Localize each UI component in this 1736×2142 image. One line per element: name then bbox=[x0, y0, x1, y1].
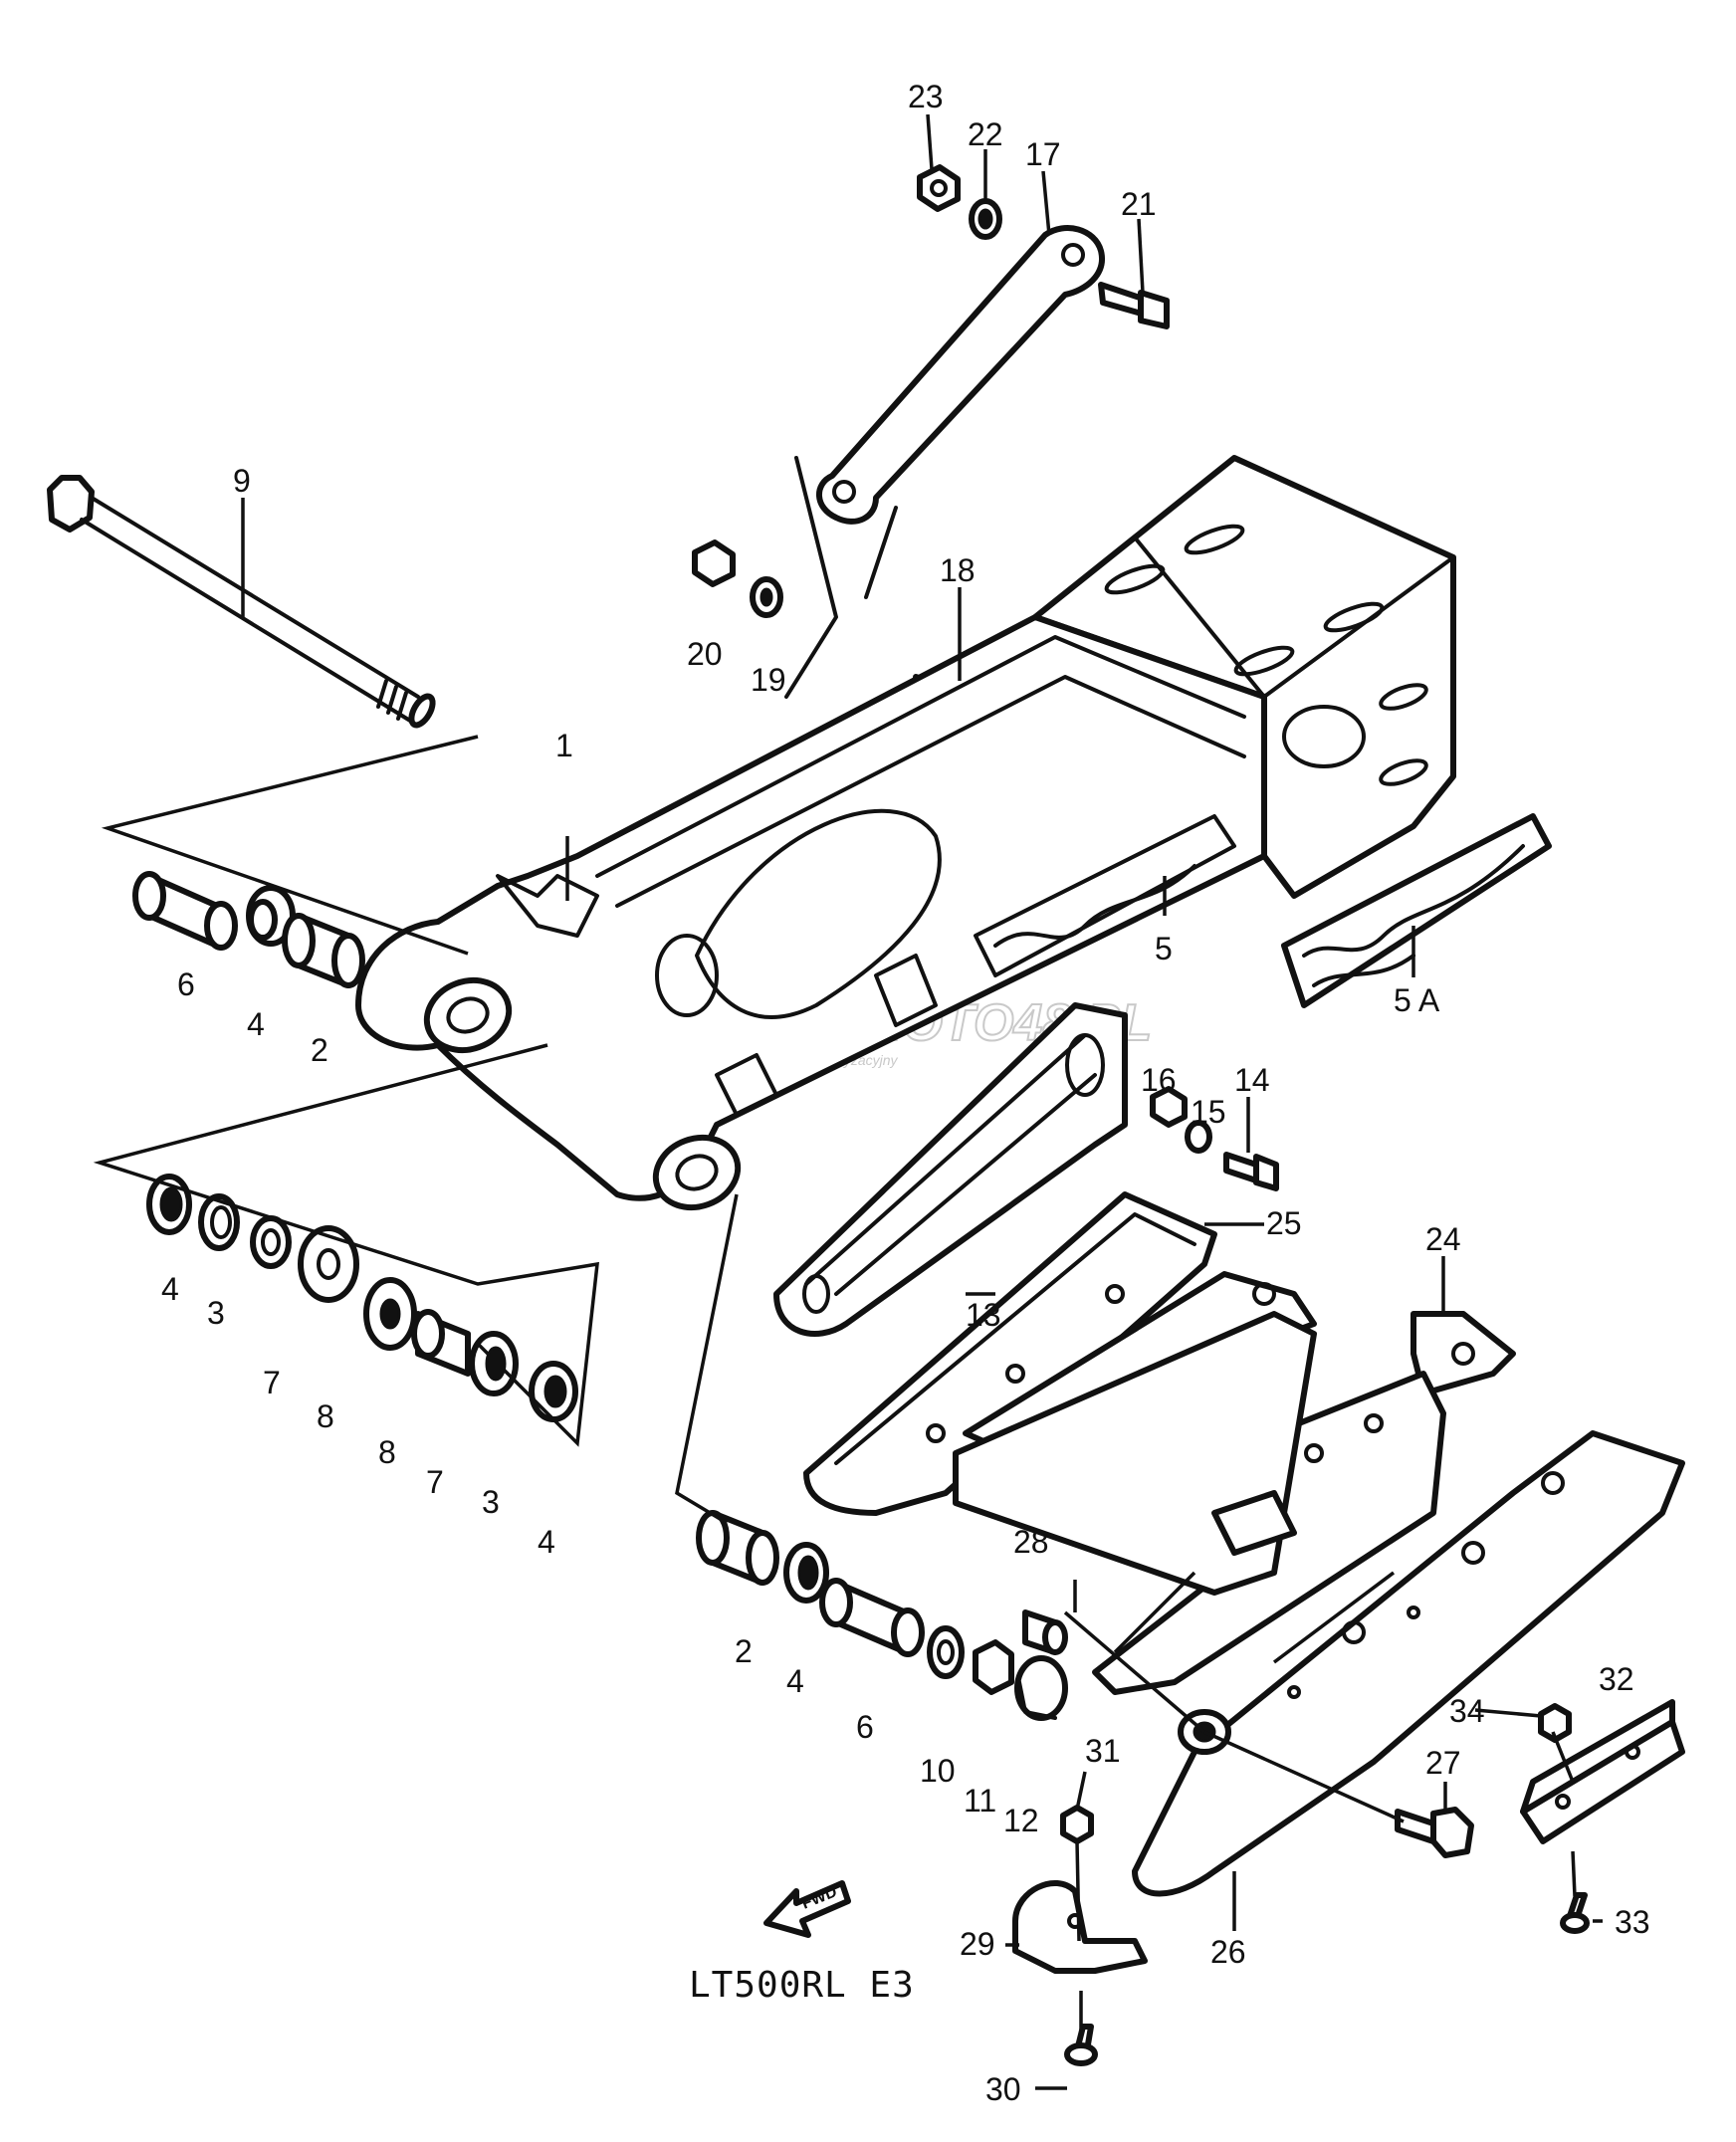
callout-7-lower-b: 7 bbox=[426, 1464, 444, 1500]
callout-30: 30 bbox=[985, 2071, 1021, 2107]
part-28-collar[interactable] bbox=[1022, 1609, 1068, 1655]
callout-2-upper: 2 bbox=[311, 1032, 328, 1068]
callout-28: 28 bbox=[1013, 1524, 1049, 1560]
callout-26: 26 bbox=[1210, 1934, 1246, 1970]
callout-14: 14 bbox=[1234, 1062, 1270, 1098]
part-23-nut[interactable] bbox=[917, 164, 961, 212]
callout-4-lower-b: 4 bbox=[538, 1524, 555, 1560]
callout-29: 29 bbox=[960, 1926, 995, 1962]
callout-numbers: 23 22 17 21 9 18 20 19 1 6 4 2 5 5 A 16 … bbox=[161, 79, 1650, 2107]
part-2-bearing-upper[interactable] bbox=[282, 913, 365, 988]
part-30-screw[interactable] bbox=[1064, 2024, 1098, 2066]
part-9-pivot-bolt[interactable] bbox=[47, 475, 437, 729]
exploded-lines bbox=[93, 735, 1577, 2031]
part-16-nut[interactable] bbox=[1150, 1086, 1188, 1128]
part-6-spacer-upper[interactable] bbox=[132, 871, 238, 951]
callout-5A: 5 A bbox=[1394, 982, 1440, 1018]
part-7-spacer-lower-b[interactable] bbox=[411, 1309, 471, 1377]
part-6-spacer-lower[interactable] bbox=[819, 1578, 925, 1657]
center-plate bbox=[953, 1311, 1317, 1596]
part-24-bracket[interactable] bbox=[1092, 1311, 1516, 1695]
callout-6-upper: 6 bbox=[177, 966, 195, 1002]
part-5A-emblem[interactable] bbox=[1281, 813, 1552, 1008]
part-8-washer-lower-a[interactable] bbox=[298, 1225, 359, 1303]
callout-leaders bbox=[241, 113, 1603, 2090]
callout-1: 1 bbox=[555, 728, 573, 763]
part-2-bearing-lower[interactable] bbox=[696, 1510, 779, 1586]
part-4-seal-lower-a[interactable] bbox=[146, 1174, 192, 1235]
callout-4-upper: 4 bbox=[247, 1006, 265, 1042]
part-15-washer[interactable] bbox=[1185, 1120, 1212, 1154]
callout-12: 12 bbox=[1003, 1803, 1039, 1838]
callout-10: 10 bbox=[920, 1753, 956, 1789]
callout-3-lower-b: 3 bbox=[482, 1484, 500, 1520]
callout-4-lower-a: 4 bbox=[161, 1271, 179, 1307]
part-20-nut[interactable] bbox=[692, 539, 736, 587]
callout-33: 33 bbox=[1615, 1904, 1650, 1940]
callout-34: 34 bbox=[1449, 1693, 1485, 1729]
part-5-emblem[interactable] bbox=[974, 814, 1236, 977]
callout-2-lower: 2 bbox=[735, 1633, 753, 1669]
part-7-spacer-lower-a[interactable] bbox=[250, 1215, 292, 1269]
callout-25: 25 bbox=[1266, 1205, 1302, 1241]
callout-3-lower-a: 3 bbox=[207, 1295, 225, 1331]
part-10-washer[interactable] bbox=[927, 1625, 965, 1679]
part-19-washer[interactable] bbox=[750, 576, 783, 618]
callout-4-lower-c: 4 bbox=[786, 1663, 804, 1699]
part-13-chain-guide[interactable] bbox=[773, 1002, 1128, 1337]
part-26-skid-plate[interactable] bbox=[1132, 1430, 1685, 1897]
callout-16: 16 bbox=[1141, 1062, 1177, 1098]
callout-20: 20 bbox=[687, 636, 723, 672]
part-27-bolt[interactable] bbox=[1395, 1807, 1474, 1858]
callout-23: 23 bbox=[908, 79, 944, 114]
part-17-link-rod[interactable] bbox=[784, 225, 1105, 699]
callout-24: 24 bbox=[1425, 1221, 1461, 1257]
part-12-cap[interactable] bbox=[1014, 1655, 1068, 1721]
callout-31: 31 bbox=[1085, 1733, 1121, 1769]
callout-15: 15 bbox=[1191, 1094, 1226, 1130]
part-34-nut[interactable] bbox=[1538, 1703, 1572, 1743]
callout-18: 18 bbox=[940, 552, 976, 588]
callout-21: 21 bbox=[1121, 186, 1157, 222]
part-4-seal-lower-b[interactable] bbox=[529, 1361, 578, 1422]
part-11-nut[interactable] bbox=[973, 1639, 1014, 1695]
part-8-washer-lower-b[interactable] bbox=[363, 1277, 417, 1351]
callout-6-lower: 6 bbox=[856, 1709, 874, 1745]
callout-32: 32 bbox=[1599, 1661, 1634, 1697]
part-3-seal-lower-a[interactable] bbox=[198, 1193, 240, 1251]
callout-8-lower-b: 8 bbox=[378, 1434, 396, 1470]
part-33-screw[interactable] bbox=[1560, 1892, 1590, 1934]
part-14-bolt[interactable] bbox=[1223, 1152, 1279, 1191]
part-1-swingarm[interactable] bbox=[355, 455, 1456, 1218]
part-3-seal-lower-b[interactable] bbox=[469, 1331, 519, 1396]
callout-22: 22 bbox=[968, 116, 1003, 152]
model-code: LT500RL E3 bbox=[689, 1965, 915, 2006]
callout-7-lower-a: 7 bbox=[263, 1365, 281, 1400]
callout-11: 11 bbox=[964, 1783, 996, 1819]
callout-5: 5 bbox=[1155, 931, 1173, 966]
part-32-plate[interactable] bbox=[1520, 1699, 1685, 1844]
part-31-nut[interactable] bbox=[1060, 1805, 1094, 1844]
callout-9: 9 bbox=[233, 463, 251, 499]
callout-8-lower-a: 8 bbox=[317, 1398, 334, 1434]
callout-27: 27 bbox=[1425, 1745, 1461, 1781]
callout-17: 17 bbox=[1025, 136, 1061, 172]
fwd-arrow: FWD bbox=[763, 1880, 851, 1938]
part-4-seal-lower-c[interactable] bbox=[783, 1542, 829, 1604]
callout-19: 19 bbox=[751, 662, 786, 698]
part-22-washer[interactable] bbox=[969, 198, 1002, 240]
callout-13: 13 bbox=[966, 1297, 1001, 1333]
part-21-bolt[interactable] bbox=[1098, 282, 1170, 329]
